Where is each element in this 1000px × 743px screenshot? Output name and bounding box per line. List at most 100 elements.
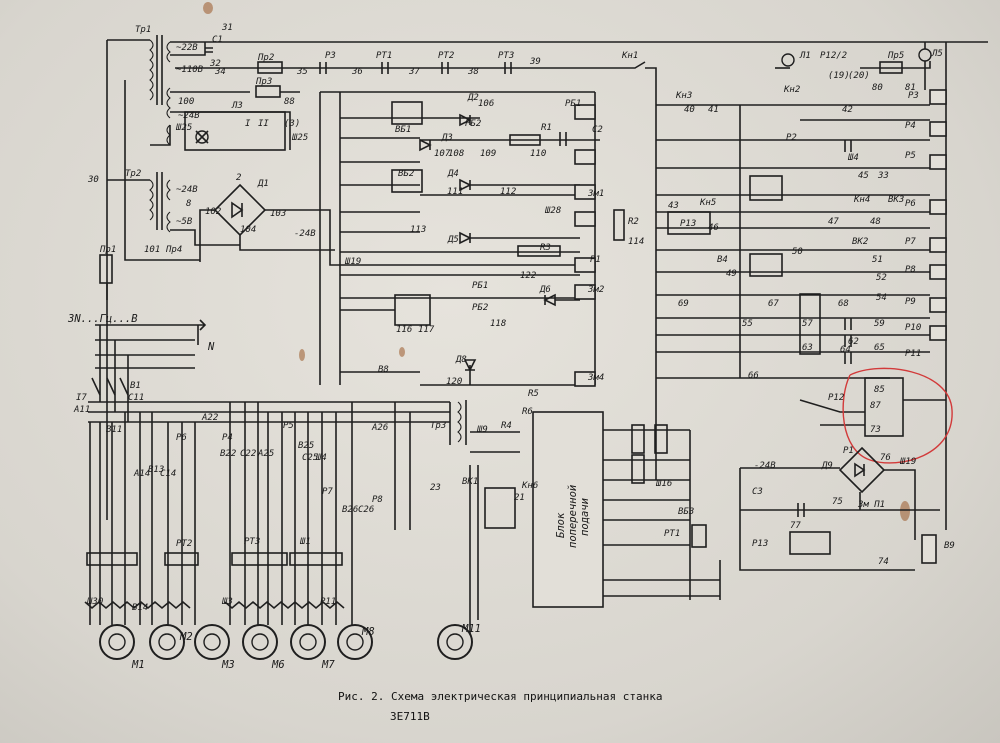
label-bottom-23: Р8 [372,495,383,505]
label-mid-14: ВБ1 [395,125,411,135]
label-mid-31: Ш28 [544,206,561,216]
label-mid-83: 64 [840,345,851,355]
label-top-33: II [258,119,269,129]
label-top-19: Р12/2 [820,51,847,61]
label-mid-48: Д8 [455,355,467,365]
label-mid-50: 3м4 [587,373,604,383]
label-top-14: 38 [467,67,479,77]
diode-bridge-d9 [739,446,940,571]
transformer-tr1 [149,35,171,146]
label-bottom-49: С3 [752,487,763,497]
label-bottom-18: Ш4 [315,453,327,463]
label-top-12: 37 [408,67,420,77]
label-bottom-44: 87 [870,401,881,411]
label-top-3: 31 [221,23,233,33]
label-mid-65: Р13 [680,219,696,229]
label-bottom-4: В11 [106,425,122,435]
label-mid-40: РБ1 [472,281,488,291]
transformer-tr2 [149,172,171,233]
motor-label-m11: М11 [461,623,481,635]
label-mid-76: 52 [876,273,887,283]
label-mid-34: Д5 [447,235,459,245]
motor-label-m7: М7 [321,659,335,671]
label-bottom-12: В22 [220,449,236,459]
label-mid-57: Р9 [905,297,916,307]
label-bottom-6: В13 [148,465,164,475]
label-mid-32: R2 [628,217,639,227]
supply-label: 3N...Гц...В [67,313,138,325]
label-mid-29: 112 [500,187,516,197]
motor-feeders [84,402,411,625]
label-mid-73: 49 [726,269,737,279]
label-top-9: Р3 [325,51,336,61]
label-bottom-11: Р4 [222,433,233,443]
neutral-label: N [207,341,215,353]
label-bottom-47: Р1 [843,446,854,456]
label-bottom-16: В25 [298,441,314,451]
label-mid-25: 110 [530,149,546,159]
label-bottom-1: А11 [73,405,90,415]
label-bottom-0: I7 [76,393,87,403]
label-top-10: 36 [351,67,363,77]
label-mid-10: -24В [294,229,316,239]
label-mid-15: Д2 [467,93,479,103]
label-mid-8: 103 [270,209,286,219]
label-top-30: Ш25 [175,123,192,133]
label-mid-59: Р11 [905,349,921,359]
label-mid-0: 30 [87,175,99,185]
label-mid-72: 48 [870,217,881,227]
label-bottom-46: Д9 [821,461,833,471]
label-top-24: 80 [872,83,883,93]
label-mid-70: 46 [708,223,719,233]
label-top-7: Пр2 [257,53,274,63]
feed-block-line1: Блок [555,512,567,538]
relay-p12 [799,367,953,464]
label-bottom-5: Р6 [176,433,187,443]
label-top-4: ~110В [176,65,204,75]
label-bottom-28: R6 [522,407,533,417]
label-bottom-3: С11 [128,393,144,403]
label-top-11: РТ1 [376,51,392,61]
label-mid-21: 106 [478,99,494,109]
label-mid-38: 122 [520,271,536,281]
label-mid-17: РБ1 [565,99,581,109]
label-top-0: Тр1 [135,25,151,35]
label-bottom-10: А22 [201,413,218,423]
label-mid-56: Р8 [905,265,916,275]
label-mid-43: 116 [396,325,412,335]
label-top-22: Пр5 [887,51,904,61]
label-mid-84: 65 [874,343,885,353]
label-top-26: Пр3 [255,77,272,87]
label-mid-54: Р6 [905,199,916,209]
motors [99,624,473,660]
label-mid-6: Д1 [257,179,269,189]
label-bottom-42: Р12 [828,393,844,403]
label-mid-77: 54 [876,293,887,303]
label-top-2: С1 [212,35,223,45]
label-top-17: Кн1 [621,51,638,61]
control-block [319,91,625,387]
label-bottom-7: А14 [133,469,150,479]
right-ladder [656,42,947,530]
label-top-31: Л3 [231,101,243,111]
caption-line2: 3Е711В [390,710,430,723]
label-bottom-36: Ш30 [86,597,103,607]
label-top-8: 35 [296,67,308,77]
label-mid-16: Д3 [441,133,453,143]
motor-m3 [194,624,230,660]
label-mid-19: R1 [541,123,552,133]
label-bottom-15: Р5 [283,421,294,431]
label-bottom-17: С25 [302,453,318,463]
label-mid-26: ВБ2 [398,169,414,179]
label-bottom-51: 3м П1 [857,500,885,510]
label-mid-63: ВК2 [852,237,868,247]
motor-label-m3: М3 [221,659,235,671]
label-bottom-37: Ш3 [221,597,233,607]
label-top-28: 100 [178,97,194,107]
label-bottom-30: Ш16 [655,479,672,489]
feed-block-line3: подачи [579,498,591,536]
label-mid-74: 50 [792,247,803,257]
label-top-40: 42 [842,105,853,115]
label-bottom-41: ВК1 [462,477,478,487]
